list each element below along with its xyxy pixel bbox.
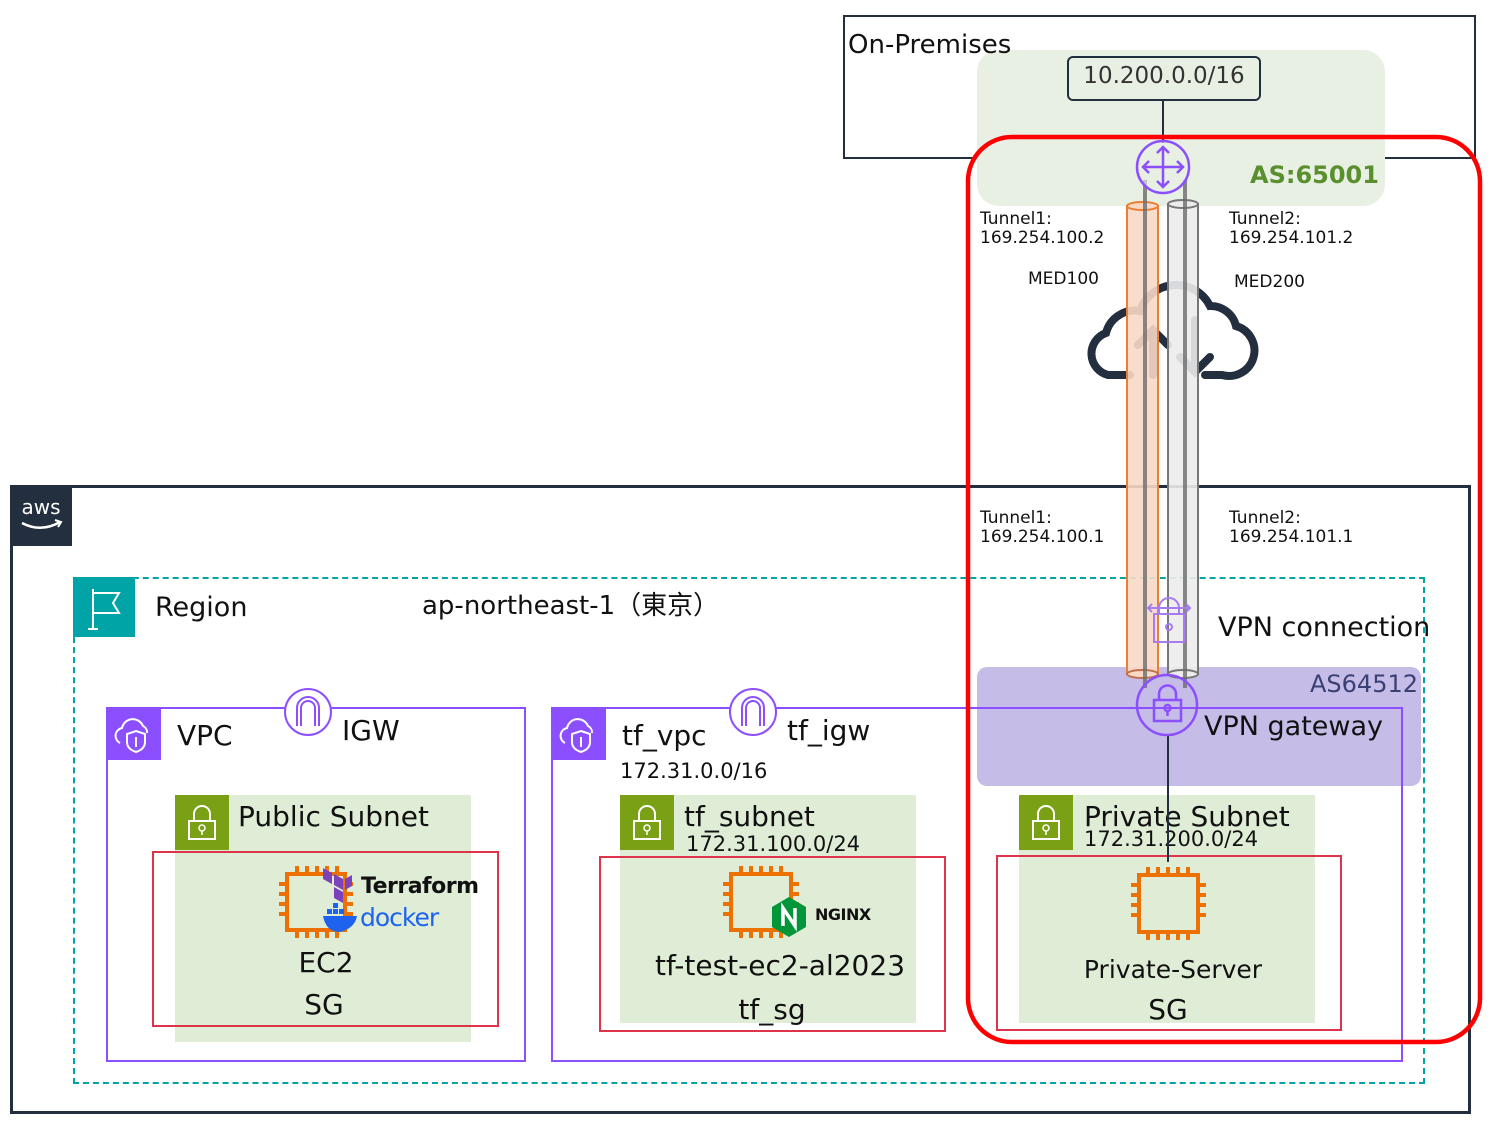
- tf-vpc-label: tf_vpc: [622, 719, 707, 752]
- nginx-logo: NGINX: [815, 905, 871, 924]
- aws-logo-text: aws: [21, 495, 61, 519]
- tf-igw-label: tf_igw: [787, 714, 871, 747]
- tunnel2-aws-label: Tunnel2:: [1229, 508, 1301, 528]
- tf-vpc-box: [551, 707, 1403, 1062]
- tf-vpc-cidr: 172.31.0.0/16: [620, 759, 768, 783]
- public-subnet-lock-icon: [175, 795, 229, 850]
- vpn-connection-icon: [1146, 597, 1192, 643]
- sg-box: [152, 851, 499, 1027]
- igw-icon: [284, 688, 332, 736]
- tf-subnet-lock-icon: [620, 795, 674, 850]
- vpn-gateway-icon: [1135, 673, 1199, 737]
- region-label: Region: [155, 592, 248, 623]
- vpn-gateway-label: VPN gateway: [1204, 711, 1384, 742]
- terraform-icon: [323, 868, 352, 903]
- terraform-logo: Terraform: [361, 874, 479, 899]
- vpn-highlight-frame: [965, 134, 1483, 1045]
- tf-sg-box: [599, 856, 946, 1032]
- tunnel1-aws-label: Tunnel1:: [980, 508, 1052, 528]
- med100-label: MED100: [1028, 269, 1099, 289]
- vpn-gateway-area: [977, 667, 1421, 786]
- region-box: [73, 577, 1425, 1084]
- sg-label: SG: [304, 988, 344, 1021]
- docker-logo: docker: [360, 903, 439, 932]
- private-server-icon: [1131, 867, 1206, 940]
- tunnel1-onprem-label: Tunnel1:: [980, 209, 1052, 229]
- region-name: ap-northeast-1（東京）: [422, 591, 720, 621]
- igw-label: IGW: [342, 714, 400, 747]
- aws-cloud-box: [10, 485, 1471, 1114]
- nginx-icon: [772, 897, 806, 937]
- tunnel1-onprem-ip: 169.254.100.2: [980, 228, 1105, 248]
- med200-label: MED200: [1234, 272, 1305, 292]
- on-premises-title: On-Premises: [848, 30, 1012, 60]
- on-premises-asn: AS:65001: [1250, 161, 1379, 189]
- tf-subnet-cidr: 172.31.100.0/24: [686, 832, 861, 856]
- vpc-label: VPC: [177, 719, 233, 752]
- private-subnet-lock-icon: [1019, 795, 1073, 850]
- tf-subnet-label: tf_subnet: [684, 800, 815, 833]
- private-subnet-label: Private Subnet: [1084, 800, 1290, 833]
- docker-icon: [323, 903, 357, 932]
- private-sg-label: SG: [1148, 993, 1188, 1026]
- vpc-icon: [106, 707, 161, 760]
- aws-smile-icon: [21, 519, 63, 529]
- aws-logo: aws: [10, 485, 72, 546]
- tunnel1-aws-ip: 169.254.100.1: [980, 527, 1105, 547]
- region-flag-icon: [73, 577, 135, 637]
- tunnel2-onprem-label: Tunnel2:: [1229, 209, 1301, 229]
- private-server-label: Private-Server: [1083, 955, 1263, 984]
- router-icon: [1135, 139, 1191, 195]
- tf-sg-label: tf_sg: [738, 993, 806, 1026]
- private-subnet-cidr: 172.31.200.0/24: [1084, 827, 1259, 851]
- on-premises-cidr: 10.200.0.0/16: [1083, 63, 1245, 89]
- vpn-connection-label: VPN connection: [1218, 612, 1431, 643]
- tunnel1-pipe: [1126, 201, 1159, 679]
- tunnel2-onprem-ip: 169.254.101.2: [1229, 228, 1354, 248]
- tf-igw-icon: [729, 688, 777, 736]
- vpn-gateway-asn: AS64512: [1310, 670, 1418, 698]
- public-subnet-label: Public Subnet: [238, 800, 430, 833]
- tf-vpc-icon: [551, 707, 606, 760]
- ec2-label: EC2: [298, 946, 354, 979]
- tunnel2-aws-ip: 169.254.101.1: [1229, 527, 1354, 547]
- tf-ec2-label: tf-test-ec2-al2023: [654, 949, 906, 982]
